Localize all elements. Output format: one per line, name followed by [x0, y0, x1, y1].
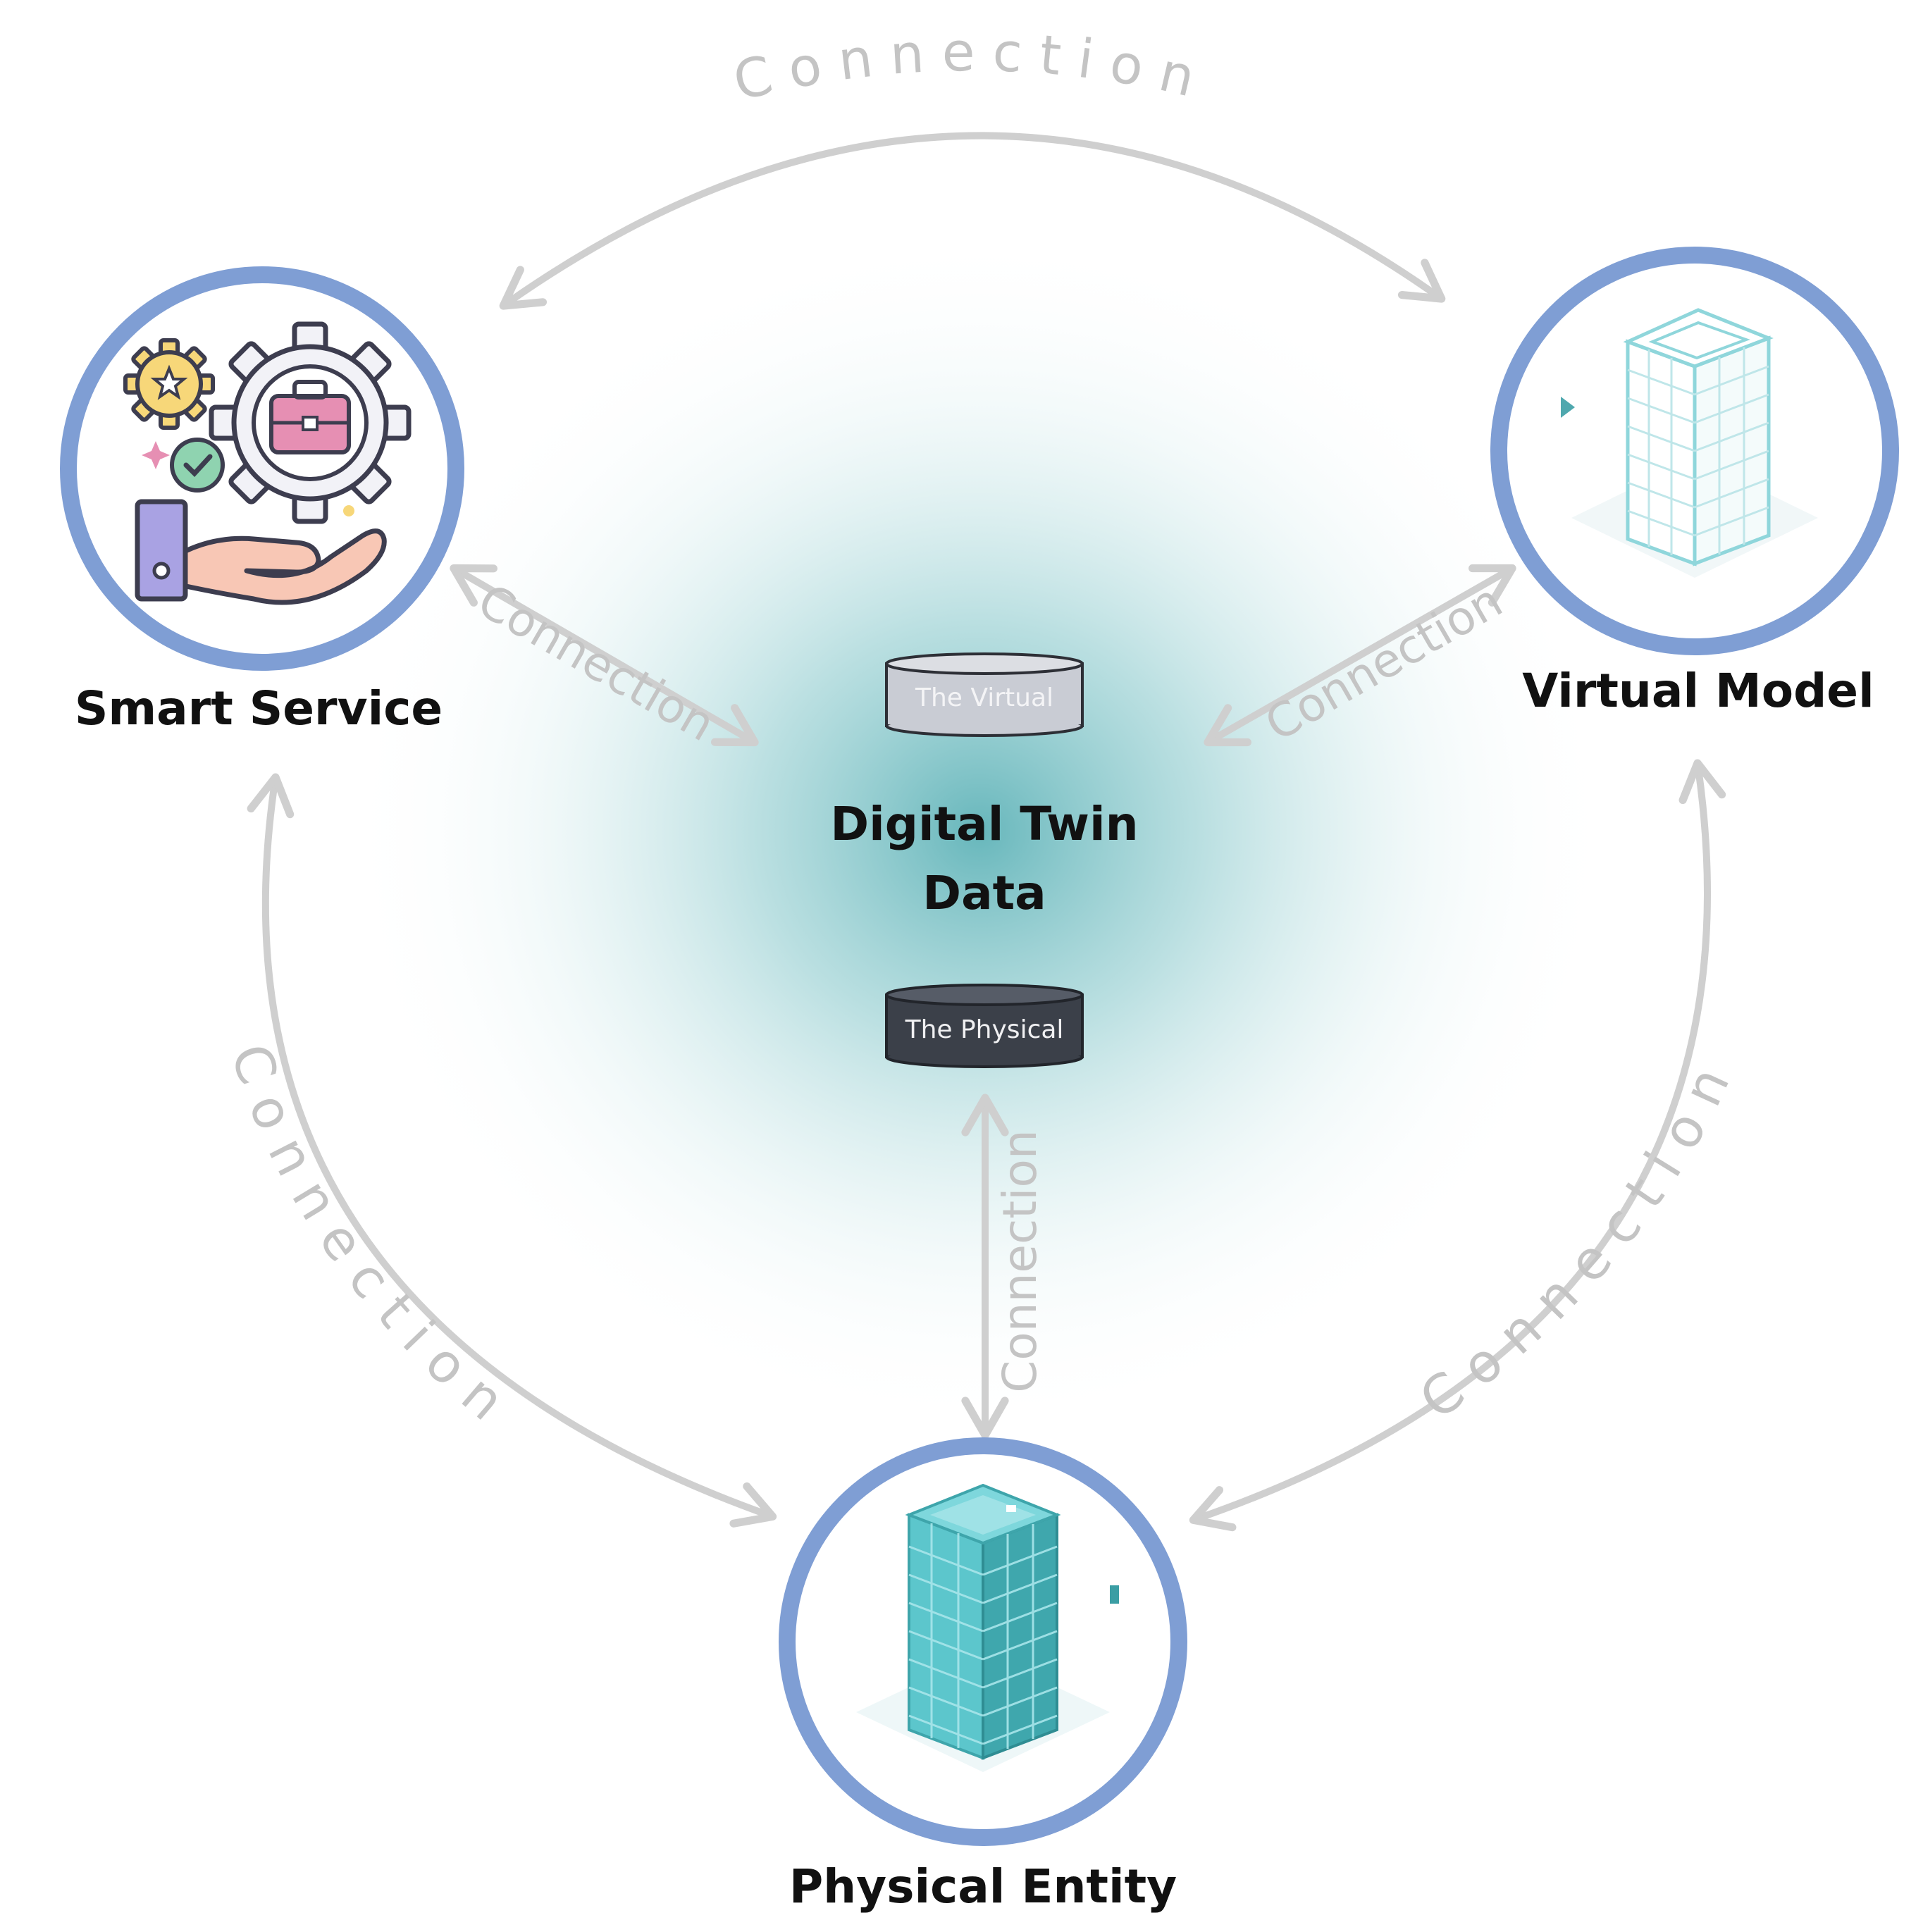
hand-gear-briefcase-icon	[123, 321, 412, 605]
teal-building-icon	[856, 1483, 1119, 1772]
physical-data-store-label: The Physical	[905, 1015, 1064, 1044]
smart-service-label: Smart Service	[75, 681, 443, 736]
right-connection-arrow	[1189, 759, 1726, 1532]
virtual-to-center-arrow	[1204, 564, 1516, 747]
virtual-data-store-label: The Virtual	[915, 683, 1053, 712]
physical-entity-label: Physical Entity	[789, 1859, 1177, 1914]
virtual-model-node: Virtual Model	[1490, 247, 1899, 718]
top-connection-label: Connection	[728, 20, 1218, 113]
physical-data-store: The Physical	[885, 984, 1084, 1068]
wireframe-building-icon	[1561, 308, 1818, 578]
top-connection-arrow	[499, 132, 1446, 310]
left-connection-arrow	[247, 773, 777, 1528]
smart-service-node: Smart Service	[60, 266, 464, 736]
physical-entity-node: Physical Entity	[779, 1437, 1187, 1914]
virtual-data-store: The Virtual	[885, 652, 1084, 737]
digital-twin-title-line1: Digital Twin	[830, 797, 1138, 851]
virtual-model-label: Virtual Model	[1522, 664, 1874, 718]
digital-twin-title-line2: Data	[922, 866, 1046, 920]
physical-to-center-label: Connection	[993, 1129, 1047, 1392]
smart-to-center-arrow	[450, 564, 759, 747]
